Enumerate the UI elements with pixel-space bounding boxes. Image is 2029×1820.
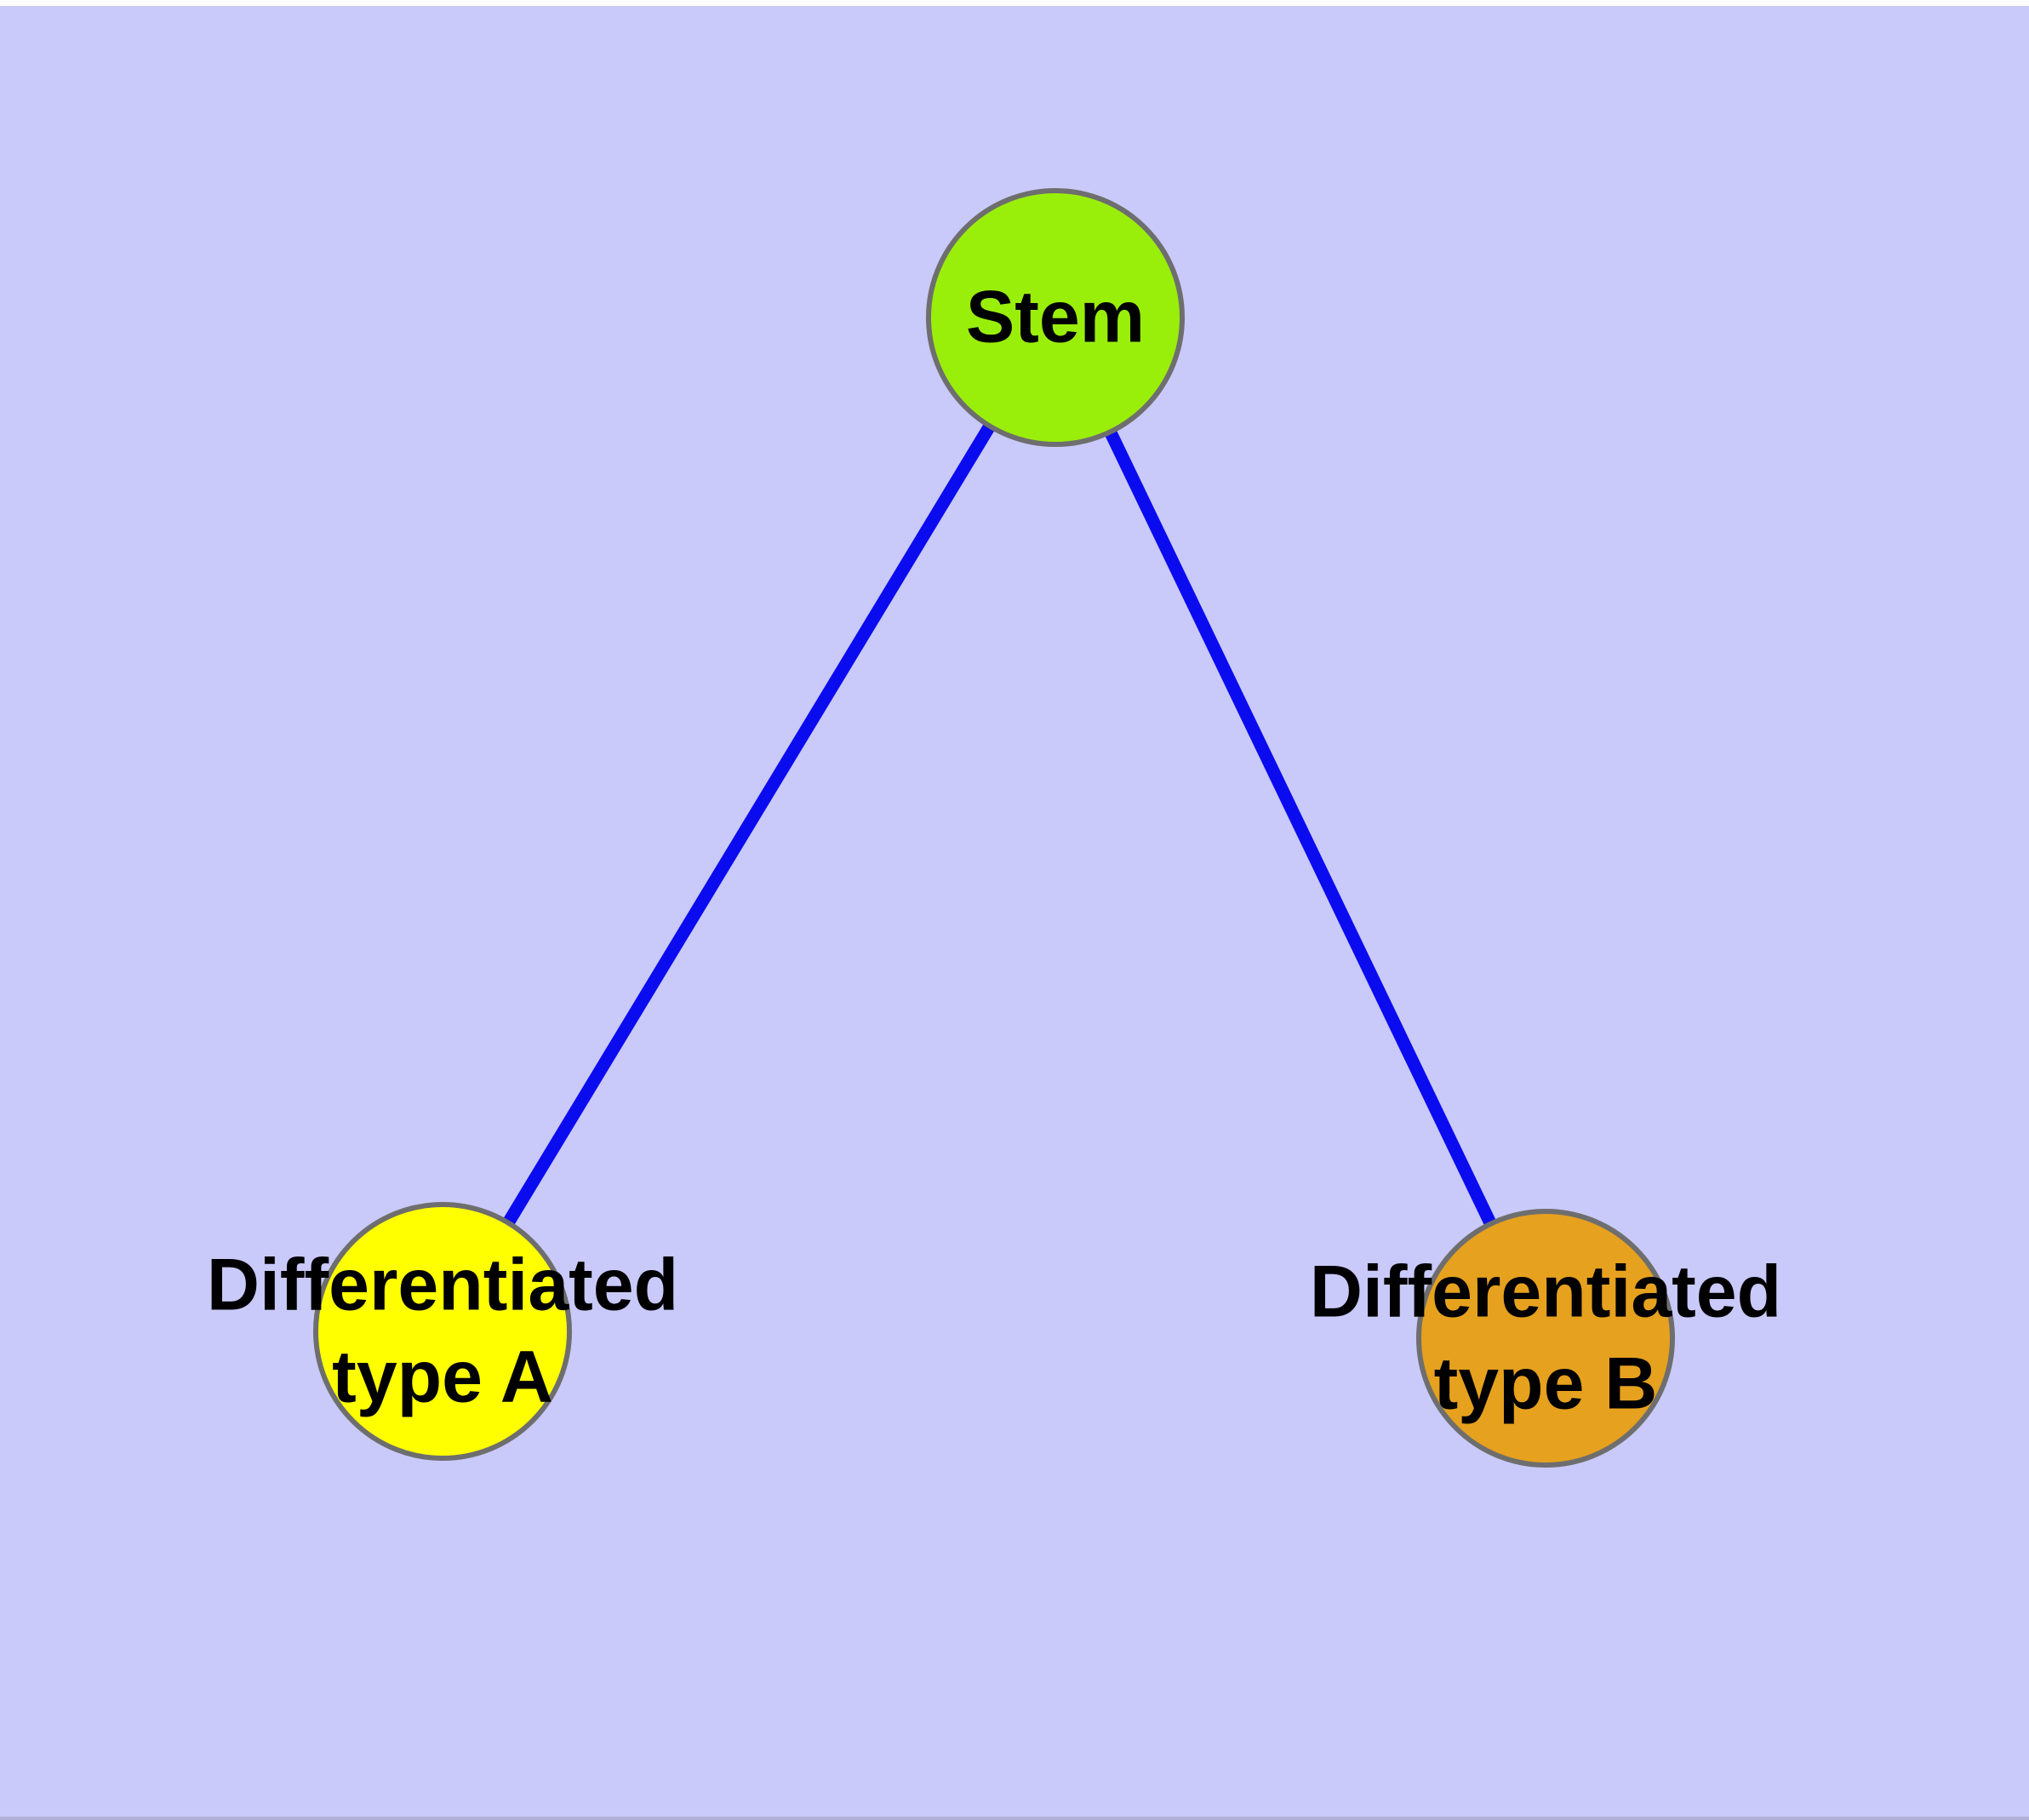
edge-stem-to-differentiated-type-b xyxy=(1049,314,1552,1342)
stem-node-label-text: Stem xyxy=(965,276,1146,358)
stem-node-label: Stem xyxy=(966,272,1145,363)
differentiated-type-b-label-line1: Differentiated xyxy=(1309,1251,1782,1333)
edge-stem-to-differentiated-type-a xyxy=(437,314,1061,1335)
differentiated-type-a-label-line2: type A xyxy=(332,1336,553,1417)
bottom-edge-strip xyxy=(0,1817,2029,1820)
differentiated-type-a-node: Differentiated type A xyxy=(207,1202,678,1461)
top-margin-strip xyxy=(0,0,2029,6)
stem-node: Stem xyxy=(926,188,1185,447)
differentiated-type-b-label-line2: type B xyxy=(1433,1342,1658,1424)
differentiated-type-a-label-line1: Differentiated xyxy=(206,1244,679,1326)
differentiated-type-b-node-label: Differentiated type B xyxy=(1310,1247,1781,1430)
differentiated-type-b-node: Differentiated type B xyxy=(1310,1209,1781,1468)
differentiated-type-a-node-label: Differentiated type A xyxy=(207,1240,678,1423)
